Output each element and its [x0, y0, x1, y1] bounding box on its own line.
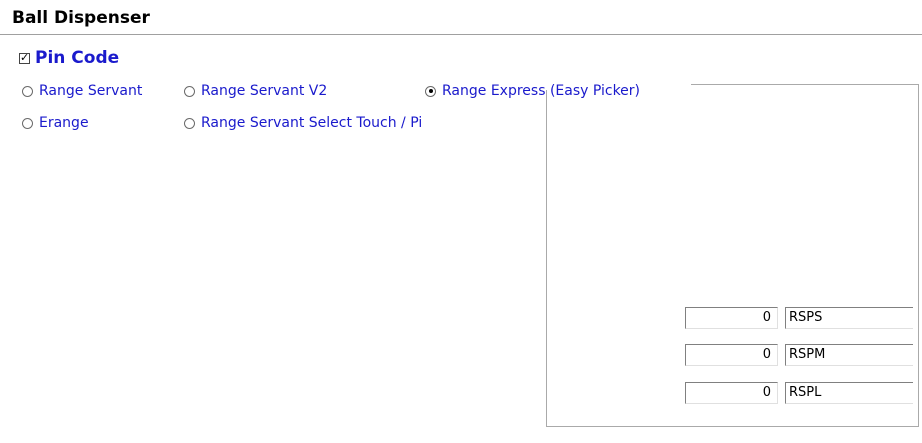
quantity-input[interactable]: 0	[685, 307, 778, 329]
section-title: Ball Dispenser	[12, 8, 150, 28]
field-row-rspl: 0 RSPL	[685, 381, 913, 405]
quantity-input[interactable]: 0	[685, 382, 778, 404]
options-panel	[546, 84, 919, 427]
radio-label[interactable]: Range Servant Select Touch / Pi	[201, 115, 423, 131]
code-input[interactable]: RSPM	[785, 344, 913, 366]
radio-label[interactable]: Erange	[39, 115, 89, 131]
radio-range-servant-select-touch[interactable]: Range Servant Select Touch / Pi	[184, 114, 422, 132]
radio-label[interactable]: Range Servant	[39, 83, 143, 99]
panel-label-gap	[546, 80, 691, 90]
radio-button-icon[interactable]	[22, 85, 33, 97]
field-row-rspm: 0 RSPM	[685, 343, 913, 367]
radio-button-selected-icon[interactable]	[425, 85, 436, 97]
code-input[interactable]: RSPL	[785, 382, 913, 404]
radio-range-express[interactable]: Range Express (Easy Picker)	[425, 82, 640, 100]
radio-range-servant-v2[interactable]: Range Servant V2	[184, 82, 327, 100]
radio-label[interactable]: Range Servant V2	[201, 83, 328, 99]
radio-button-icon[interactable]	[184, 117, 195, 129]
radio-label[interactable]: Range Express (Easy Picker)	[442, 83, 641, 99]
radio-button-icon[interactable]	[22, 117, 33, 129]
checkmark-icon: ✓	[20, 50, 30, 64]
pin-code-checkbox[interactable]: ✓	[19, 50, 30, 64]
radio-range-servant[interactable]: Range Servant	[22, 82, 142, 100]
radio-button-icon[interactable]	[184, 85, 195, 97]
pin-code-checkbox-row[interactable]: ✓ Pin Code	[19, 46, 119, 70]
code-input[interactable]: RSPS	[785, 307, 913, 329]
section-divider	[0, 34, 922, 35]
field-row-rsps: 0 RSPS	[685, 306, 913, 330]
quantity-input[interactable]: 0	[685, 344, 778, 366]
radio-erange[interactable]: Erange	[22, 114, 89, 132]
pin-code-label[interactable]: Pin Code	[35, 48, 120, 68]
